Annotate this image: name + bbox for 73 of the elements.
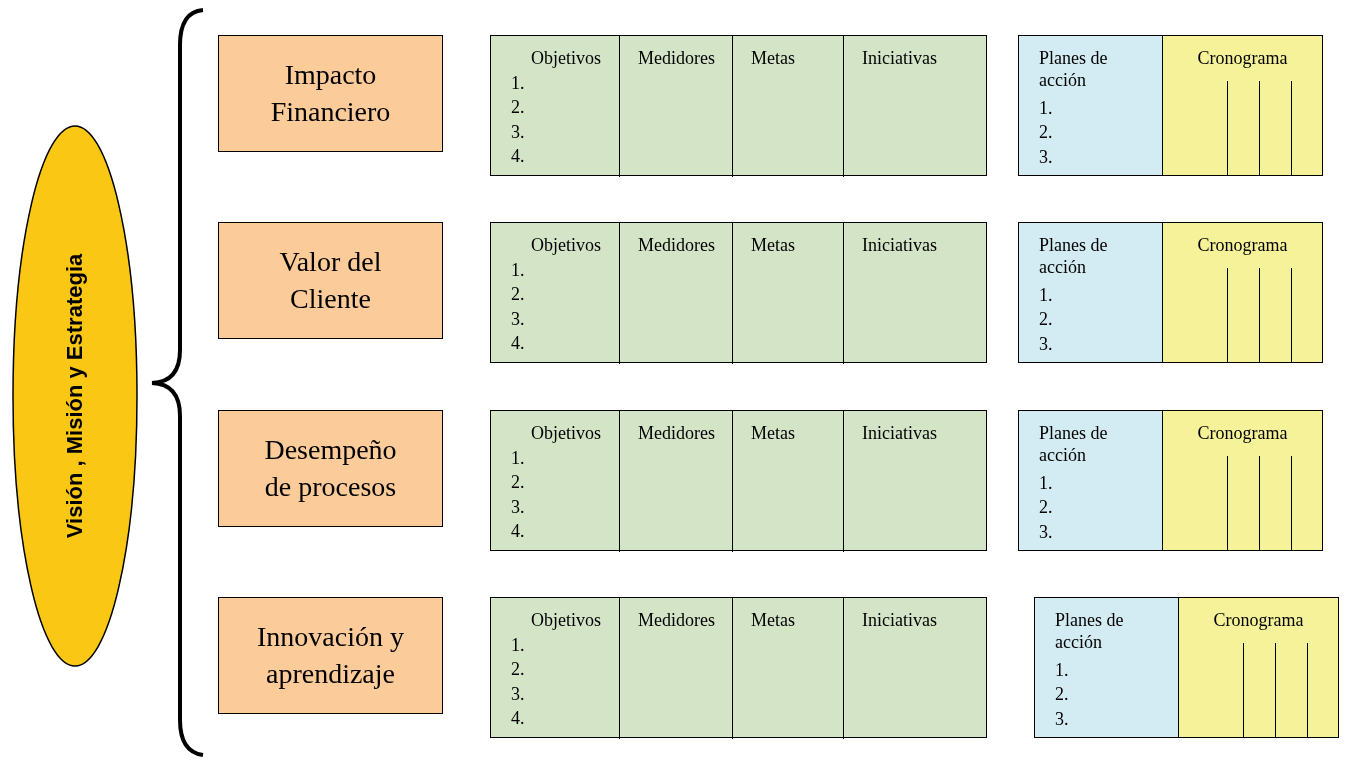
column-header: Metas (751, 423, 795, 445)
perspective-title: Valor del Cliente (278, 245, 383, 316)
list-number: 2. (1055, 684, 1069, 706)
column-header: Objetivos (531, 48, 601, 70)
list-number: 3. (511, 496, 525, 519)
perspective-box (218, 35, 443, 152)
scorecard-table (490, 410, 987, 551)
column-header: Iniciativas (862, 423, 937, 445)
column-header: Medidores (638, 235, 715, 257)
action-plan-box (1018, 222, 1163, 363)
list-number: 2. (1039, 122, 1053, 144)
list-number: 2. (511, 284, 525, 306)
box-title: Planes de acción (1055, 610, 1125, 654)
list-number: 1. (511, 72, 525, 95)
list-number: 2. (1039, 309, 1053, 331)
column-header: Objetivos (531, 235, 601, 257)
column-header: Iniciativas (862, 610, 937, 632)
list-number: 1. (511, 447, 525, 470)
box-title: Planes de acción (1039, 235, 1109, 279)
list-number: 4. (511, 333, 525, 355)
list-number: 2. (511, 659, 525, 681)
column-header: Iniciativas (862, 235, 937, 257)
column-header: Iniciativas (862, 48, 937, 70)
action-plan-box (1018, 35, 1163, 176)
perspective-title: Impacto Financiero (269, 58, 392, 129)
list-number: 2. (511, 472, 525, 494)
schedule-box (1178, 597, 1339, 738)
list-number: 3. (511, 121, 525, 144)
box-title: Planes de acción (1039, 423, 1109, 467)
perspective-box (218, 597, 443, 714)
list-number: 3. (1039, 146, 1053, 169)
perspective-title: Innovación y aprendizaje (256, 620, 405, 691)
column-header: Metas (751, 235, 795, 257)
list-number: 3. (1039, 521, 1053, 544)
list-number: 2. (511, 97, 525, 119)
perspective-title: Desempeño de procesos (263, 433, 398, 504)
list-number: 4. (511, 521, 525, 543)
box-title: Cronograma (1196, 48, 1289, 70)
list-number: 1. (511, 634, 525, 657)
column-header: Objetivos (531, 610, 601, 632)
scorecard-table (490, 222, 987, 363)
list-number: 3. (511, 308, 525, 331)
list-number: 4. (511, 146, 525, 168)
column-header: Medidores (638, 423, 715, 445)
ellipse-label: Visión , Misión y Estrategia (61, 253, 88, 539)
list-number: 1. (1039, 284, 1053, 307)
scorecard-table (490, 35, 987, 176)
list-number: 1. (511, 259, 525, 282)
box-title: Cronograma (1212, 610, 1305, 632)
column-header: Medidores (638, 48, 715, 70)
column-header: Metas (751, 48, 795, 70)
column-header: Objetivos (531, 423, 601, 445)
box-title: Cronograma (1196, 235, 1289, 257)
perspective-box (218, 222, 443, 339)
list-number: 3. (511, 683, 525, 706)
list-number: 2. (1039, 497, 1053, 519)
list-number: 1. (1039, 472, 1053, 495)
schedule-box (1162, 222, 1323, 363)
list-number: 3. (1039, 333, 1053, 356)
schedule-box (1162, 35, 1323, 176)
action-plan-box (1018, 410, 1163, 551)
scorecard-table (490, 597, 987, 738)
list-number: 4. (511, 708, 525, 730)
list-number: 1. (1055, 659, 1069, 682)
column-header: Medidores (638, 610, 715, 632)
perspective-box (218, 410, 443, 527)
box-title: Cronograma (1196, 423, 1289, 445)
list-number: 1. (1039, 97, 1053, 120)
box-title: Planes de acción (1039, 48, 1109, 92)
schedule-box (1162, 410, 1323, 551)
column-header: Metas (751, 610, 795, 632)
list-number: 3. (1055, 708, 1069, 731)
action-plan-box (1034, 597, 1179, 738)
